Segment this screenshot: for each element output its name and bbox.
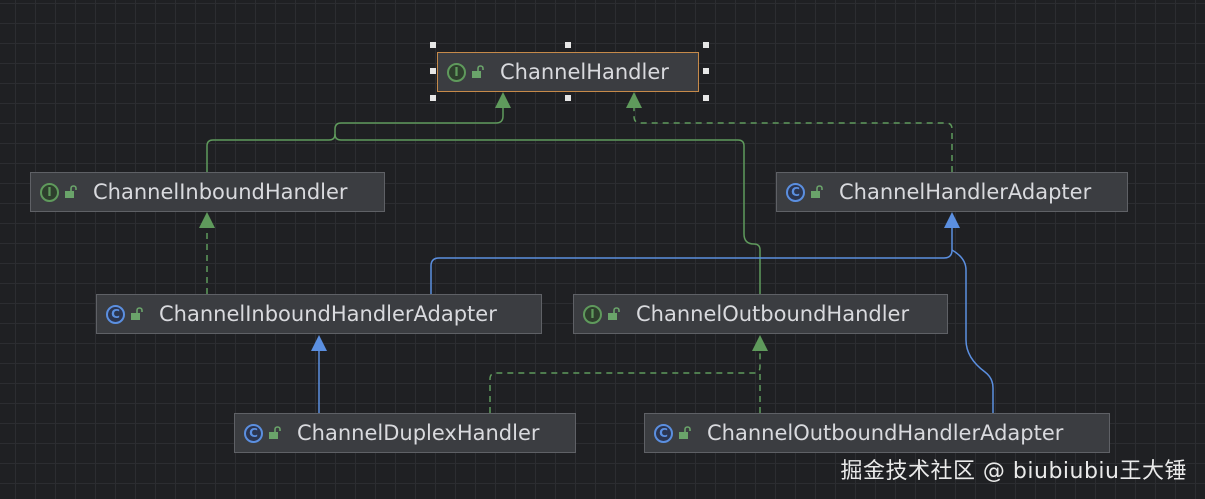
- class-icon: C: [106, 304, 125, 324]
- arrowhead-inbound-handler: [199, 212, 215, 228]
- node-channel-handler-adapter[interactable]: C ChannelHandlerAdapter: [776, 172, 1128, 212]
- arrowhead-outbound-handler: [752, 335, 768, 351]
- node-channel-inbound-handler-adapter[interactable]: C ChannelInboundHandlerAdapter: [96, 294, 542, 334]
- lock-open-icon: [65, 185, 77, 198]
- interface-icon: I: [40, 182, 59, 202]
- node-label: ChannelHandler: [500, 60, 669, 84]
- selection-handle[interactable]: [703, 42, 709, 48]
- selection-handle[interactable]: [430, 95, 436, 101]
- edge-duplex-to-outbound: [489, 350, 761, 413]
- arrowhead-handler-left: [495, 92, 511, 108]
- selection-handle[interactable]: [430, 42, 436, 48]
- selection-handle[interactable]: [430, 68, 436, 74]
- arrowhead-handler-right: [626, 92, 642, 108]
- lock-open-icon: [679, 426, 691, 439]
- class-icon: C: [786, 182, 805, 202]
- selection-handle[interactable]: [565, 42, 571, 48]
- node-channel-outbound-handler[interactable]: I ChannelOutboundHandler: [573, 294, 948, 334]
- selection-handle[interactable]: [703, 95, 709, 101]
- edge-inbound-adapter-to-adapter: [430, 225, 953, 294]
- lock-open-icon: [811, 185, 823, 198]
- class-icon: C: [654, 423, 673, 443]
- arrowhead-handler-adapter: [944, 212, 960, 228]
- lock-open-icon: [608, 307, 620, 320]
- arrowhead-inbound-handler-adapter: [311, 335, 327, 351]
- edge-outbound-adapter-to-adapter: [951, 249, 994, 413]
- watermark-text: 掘金技术社区 @ biubiubiu王大锤: [840, 459, 1187, 484]
- interface-icon: I: [447, 62, 466, 82]
- class-icon: C: [244, 423, 263, 443]
- node-label: ChannelOutboundHandler: [636, 302, 910, 326]
- node-channel-inbound-handler[interactable]: I ChannelInboundHandler: [30, 172, 385, 212]
- node-label: ChannelInboundHandler: [93, 180, 348, 204]
- node-label: ChannelDuplexHandler: [297, 421, 540, 445]
- lock-open-icon: [131, 307, 143, 320]
- edge-adapter-to-handler: [633, 103, 953, 172]
- lock-open-icon: [472, 65, 484, 78]
- lock-open-icon: [269, 426, 281, 439]
- node-channel-duplex-handler[interactable]: C ChannelDuplexHandler: [234, 413, 576, 453]
- node-label: ChannelOutboundHandlerAdapter: [707, 421, 1064, 445]
- selection-handle[interactable]: [703, 68, 709, 74]
- edge-outbound-to-handler: [334, 133, 761, 294]
- node-channel-handler[interactable]: I ChannelHandler: [437, 52, 699, 92]
- selection-handle[interactable]: [565, 95, 571, 101]
- interface-icon: I: [583, 304, 602, 324]
- edge-inbound-to-handler: [206, 103, 504, 172]
- node-channel-outbound-handler-adapter[interactable]: C ChannelOutboundHandlerAdapter: [644, 413, 1110, 453]
- node-label: ChannelInboundHandlerAdapter: [159, 302, 497, 326]
- node-label: ChannelHandlerAdapter: [839, 180, 1092, 204]
